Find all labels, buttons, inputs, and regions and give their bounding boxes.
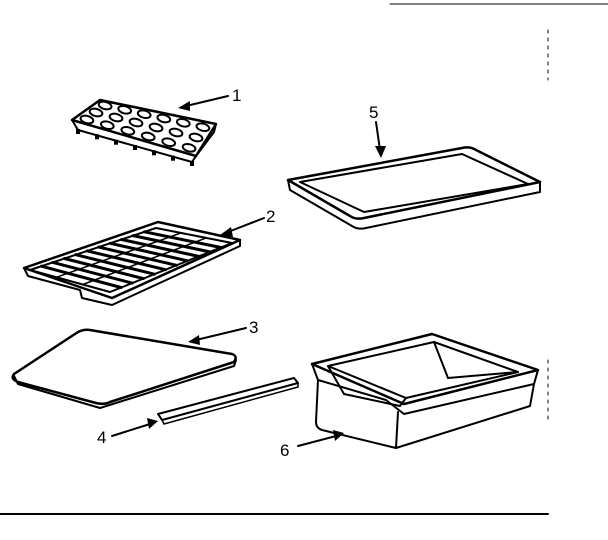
ice-cell: [168, 127, 184, 138]
callout-label-1: 1: [232, 86, 241, 105]
callout-label-4: 4: [97, 428, 106, 447]
ice-cell: [117, 104, 133, 115]
wire-bar: [85, 249, 167, 272]
callout-label-3: 3: [249, 318, 258, 337]
arrow-2: [220, 217, 265, 237]
ice-tray-foot: [152, 150, 156, 156]
wire-bar: [108, 241, 190, 263]
ice-cell: [108, 112, 124, 123]
ice-tray: [70, 98, 218, 166]
ice-cell: [120, 125, 136, 136]
frame-lines: [0, 3, 608, 515]
wire-shelf: [22, 220, 242, 306]
ice-cell: [148, 122, 164, 133]
arrow-4: [111, 418, 158, 437]
ice-tray-foot: [114, 139, 118, 145]
ice-cell: [188, 132, 204, 143]
shelf-trim: [157, 377, 299, 425]
wire-bar: [40, 264, 123, 289]
ice-cell: [99, 120, 115, 131]
ice-cell: [79, 114, 95, 125]
ice-cell: [140, 131, 156, 142]
ice-tray-foot: [76, 129, 80, 134]
arrow-6: [297, 430, 344, 447]
callout-label-2: 2: [266, 207, 275, 226]
ice-cell: [136, 109, 152, 120]
ice-tray-foot: [171, 155, 175, 161]
glass-shelf: [11, 328, 237, 409]
ice-cell: [156, 113, 172, 124]
wire-bar: [131, 234, 212, 254]
ice-cell: [161, 137, 177, 148]
wire-bar: [51, 260, 134, 285]
ice-tray-foot: [95, 134, 99, 140]
ice-cell: [88, 107, 104, 118]
ice-cell: [195, 122, 211, 133]
ice-cell: [97, 100, 113, 111]
callout-label-5: 5: [369, 103, 378, 122]
wire-bar: [143, 230, 223, 249]
wire-bar: [97, 245, 178, 267]
wire-rail: [55, 232, 182, 279]
ice-cell: [128, 117, 144, 128]
crisper-drawer: [310, 332, 540, 449]
wire-rail: [82, 237, 207, 286]
ice-tray-foot: [133, 145, 137, 150]
callout-label-6: 6: [280, 441, 289, 460]
ice-cell: [181, 142, 197, 153]
tray: [286, 146, 542, 230]
arrow-1: [178, 95, 229, 111]
arrow-3: [188, 327, 247, 345]
callout-arrows: [111, 95, 386, 447]
wire-bar: [62, 257, 145, 281]
arrow-5: [375, 121, 386, 158]
wire-bar: [120, 238, 201, 258]
ice-tray-foot: [190, 161, 194, 166]
wire-bar: [74, 253, 156, 276]
ice-cell: [175, 117, 191, 128]
